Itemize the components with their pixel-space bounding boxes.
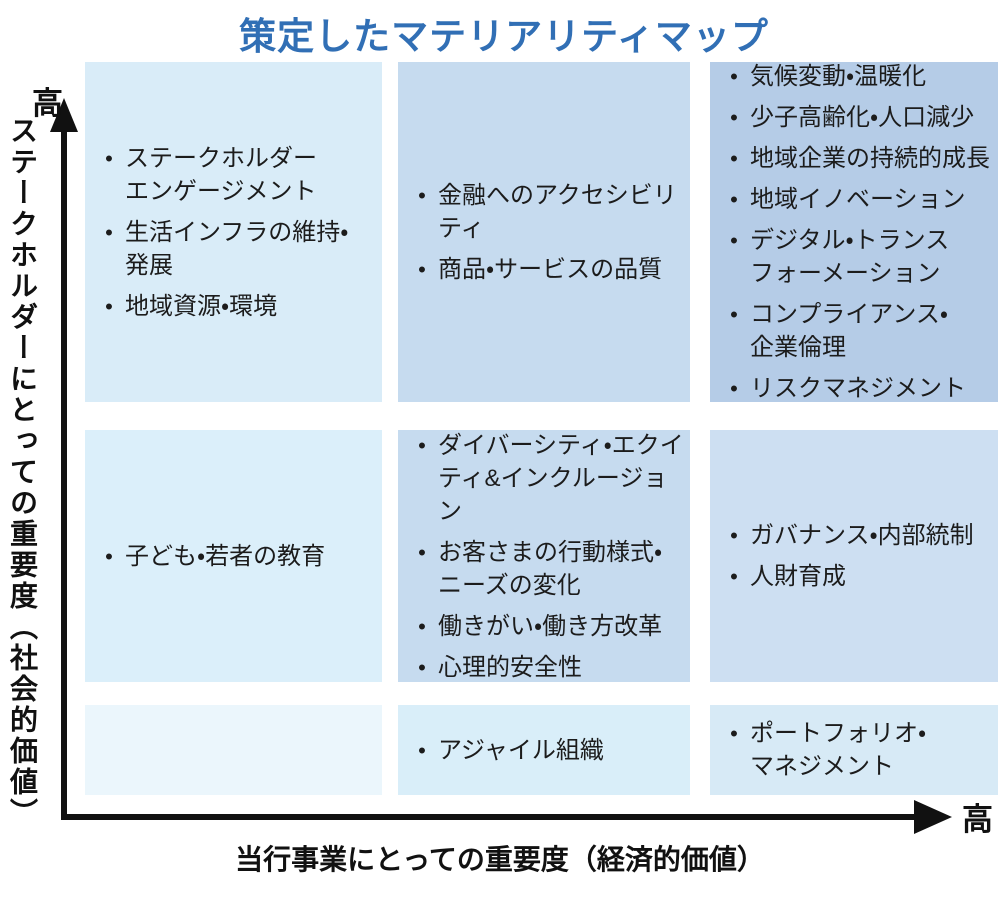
bullet-icon: •: [730, 564, 738, 589]
item-text: ダイバーシティ・エクイ ティ&インクルージョン: [438, 431, 684, 525]
y-axis-title: ステークホルダーにとっての重要度（社会的価値）: [7, 116, 38, 829]
matrix-cell-middle-right: • ガバナンス・内部統制 • 人財育成: [710, 430, 998, 682]
item-text: 人財育成: [750, 563, 846, 590]
list-item: • 働きがい・働き方改革: [406, 610, 686, 643]
bullet-icon: •: [418, 539, 426, 565]
bullet-icon: •: [730, 186, 738, 212]
bullet-icon: •: [418, 182, 426, 208]
bullet-icon: •: [730, 721, 738, 746]
item-text: お客さまの行動様式・ ニーズの変化: [438, 538, 663, 599]
x-axis-arrow-icon: [914, 800, 952, 834]
list-item: • リスクマネジメント: [718, 372, 994, 405]
bullet-icon: •: [105, 145, 113, 171]
item-text: 心理的安全性: [438, 653, 582, 681]
item-text: 金融へのアクセシビリ ティ: [438, 181, 677, 242]
x-axis-high-label: 高: [962, 802, 993, 837]
bullet-icon: •: [105, 543, 113, 569]
list-item: • 人財育成: [718, 560, 994, 593]
item-text: 地域イノベーション: [750, 185, 966, 213]
list-item: • 少子高齢化・人口減少: [718, 101, 994, 134]
list-item: • 子ども・若者の教育: [93, 540, 378, 573]
list-item: • コンプライアンス・ 企業倫理: [718, 298, 994, 364]
matrix-cell-middle-center: • ダイバーシティ・エクイ ティ&インクルージョン • お客さまの行動様式・ ニーズ…: [398, 430, 690, 682]
matrix-cell-top-right: • 気候変動・温暖化 • 少子高齢化・人口減少 • 地域企業の持続的成長 • 地域イノベ…: [710, 62, 998, 402]
bullet-icon: •: [418, 654, 426, 680]
item-text: 気候変動・温暖化: [750, 62, 927, 90]
list-item: • ダイバーシティ・エクイ ティ&インクルージョン: [406, 429, 686, 528]
matrix-cell-middle-left: • 子ども・若者の教育: [85, 430, 382, 682]
bullet-icon: •: [730, 145, 738, 171]
item-text: 働きがい・働き方改革: [438, 612, 663, 640]
bullet-icon: •: [730, 375, 738, 401]
list-item: • 地域イノベーション: [718, 183, 994, 216]
list-item: • 商品・サービスの品質: [406, 253, 686, 286]
list-item: • 生活インフラの維持・ 発展: [93, 216, 378, 282]
matrix-cell-top-left: • ステークホルダー エンゲージメント • 生活インフラの維持・ 発展 • 地域資源・…: [85, 62, 382, 402]
item-text: 地域資源・環境: [125, 292, 278, 320]
chart-title: 策定したマテリアリティマップ: [239, 16, 769, 57]
item-text: コンプライアンス・ 企業倫理: [750, 300, 948, 361]
bullet-icon: •: [105, 219, 113, 245]
item-text: リスクマネジメント: [750, 374, 966, 402]
list-item: • ポートフォリオ・ マネジメント: [718, 717, 994, 783]
y-axis-line: [61, 128, 67, 820]
bullet-icon: •: [730, 523, 738, 548]
matrix-cell-top-center: • 金融へのアクセシビリ ティ • 商品・サービスの品質: [398, 62, 690, 402]
list-item: • デジタル・トランス フォーメーション: [718, 224, 994, 290]
list-item: • お客さまの行動様式・ ニーズの変化: [406, 536, 686, 602]
item-text: アジャイル組織: [438, 736, 604, 764]
y-axis-arrow-icon: [50, 98, 78, 132]
list-item: • 心理的安全性: [406, 651, 686, 684]
y-axis-high-label: 高: [32, 86, 63, 121]
list-item: • アジャイル組織: [406, 734, 686, 767]
item-text: ガバナンス・内部統制: [750, 522, 974, 549]
matrix-cell-bottom-left: [85, 705, 382, 795]
x-axis-title: 当行事業にとっての重要度（経済的価値）: [235, 844, 765, 875]
bullet-icon: •: [418, 613, 426, 639]
item-text: ステークホルダー エンゲージメント: [125, 144, 317, 205]
bullet-icon: •: [730, 104, 738, 130]
bullet-icon: •: [730, 227, 738, 253]
bullet-icon: •: [418, 256, 426, 282]
x-axis-line: [64, 814, 914, 820]
item-text: 地域企業の持続的成長: [750, 144, 990, 172]
matrix-cell-bottom-center: • アジャイル組織: [398, 705, 690, 795]
bullet-icon: •: [105, 293, 113, 319]
item-text: 少子高齢化・人口減少: [750, 103, 975, 131]
item-text: ポートフォリオ・ マネジメント: [750, 720, 927, 780]
item-text: 生活インフラの維持・ 発展: [125, 218, 349, 279]
item-text: 商品・サービスの品質: [438, 255, 663, 283]
list-item: • 地域企業の持続的成長: [718, 142, 994, 175]
bullet-icon: •: [730, 301, 738, 327]
bullet-icon: •: [730, 63, 738, 89]
item-text: デジタル・トランス フォーメーション: [750, 226, 950, 287]
matrix-cell-bottom-right: • ポートフォリオ・ マネジメント: [710, 705, 998, 795]
item-text: 子ども・若者の教育: [125, 542, 326, 570]
bullet-icon: •: [418, 737, 426, 763]
list-item: • 気候変動・温暖化: [718, 60, 994, 93]
list-item: • 地域資源・環境: [93, 290, 378, 323]
list-item: • ステークホルダー エンゲージメント: [93, 142, 378, 208]
list-item: • ガバナンス・内部統制: [718, 519, 994, 552]
bullet-icon: •: [418, 432, 426, 458]
list-item: • 金融へのアクセシビリ ティ: [406, 179, 686, 245]
